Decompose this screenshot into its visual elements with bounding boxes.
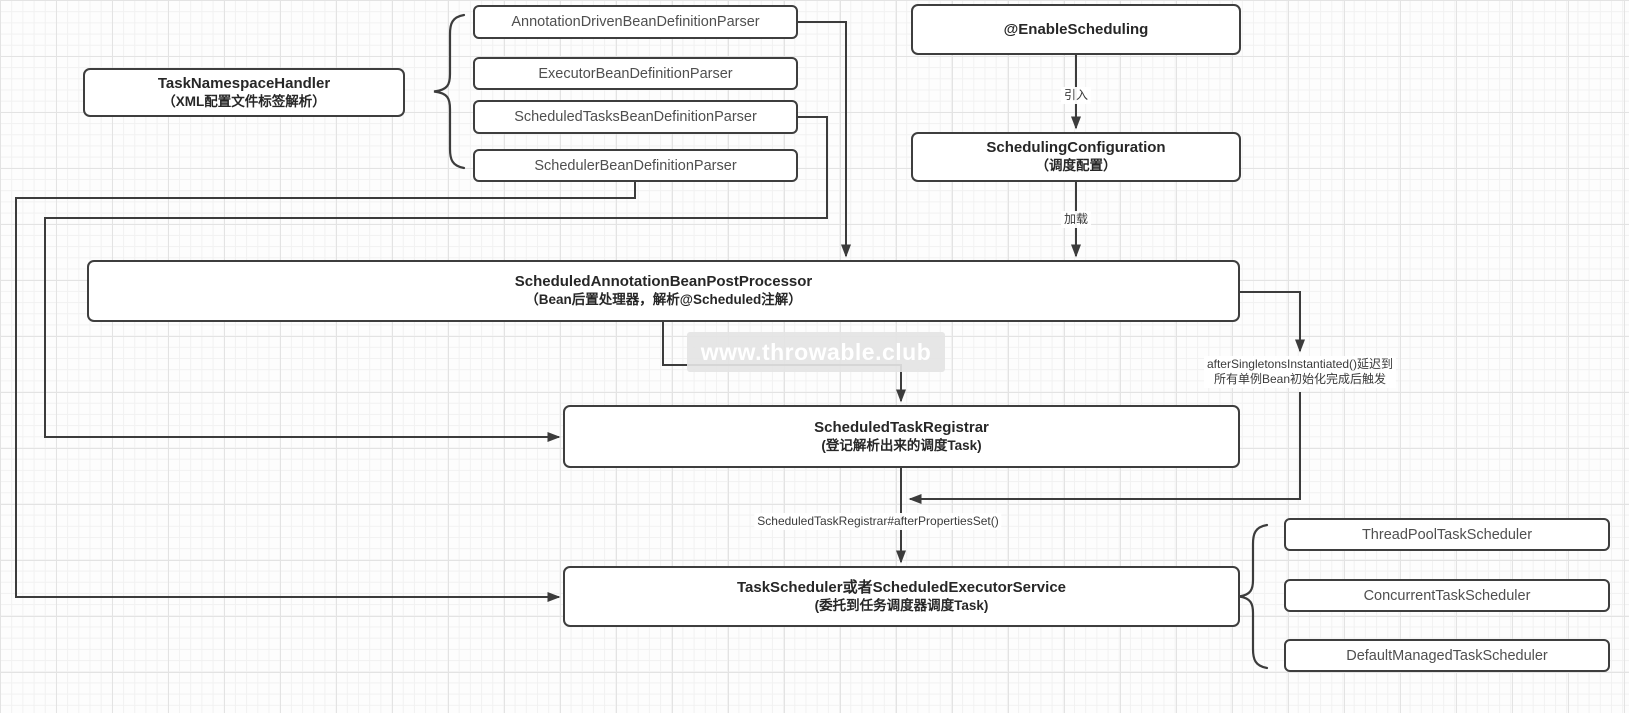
node-task-scheduler: TaskScheduler或者ScheduledExecutorService … — [563, 566, 1240, 627]
edge-label-import: 引入 — [1060, 87, 1092, 104]
node-title: TaskScheduler或者ScheduledExecutorService — [736, 578, 1067, 596]
node-label: SchedulerBeanDefinitionParser — [534, 157, 737, 174]
node-subtitle: （XML配置文件标签解析） — [162, 93, 326, 109]
node-scheduled-task-registrar: ScheduledTaskRegistrar (登记解析出来的调度Task) — [563, 405, 1240, 468]
node-label: ScheduledTasksBeanDefinitionParser — [514, 109, 757, 125]
node-scheduled-tasks-bean-definition-parser: ScheduledTasksBeanDefinitionParser — [473, 100, 798, 134]
node-scheduling-configuration: SchedulingConfiguration （调度配置） — [911, 132, 1241, 182]
node-task-namespace-handler: TaskNamespaceHandler （XML配置文件标签解析） — [83, 68, 405, 117]
watermark: www.throwable.club — [687, 332, 945, 372]
edge-scheduler-parser-to-taskscheduler — [15, 182, 636, 602]
node-subtitle: (登记解析出来的调度Task) — [821, 437, 982, 453]
node-default-managed-task-scheduler: DefaultManagedTaskScheduler — [1284, 639, 1610, 672]
node-title: ScheduledAnnotationBeanPostProcessor — [514, 273, 813, 290]
edge-label-line2: 所有单例Bean初始化完成后触发 — [1213, 372, 1387, 386]
node-label: AnnotationDrivenBeanDefinitionParser — [511, 14, 760, 30]
edge-scheduled-tasks-to-registrar — [44, 116, 828, 442]
node-title: @EnableScheduling — [1003, 20, 1149, 38]
left-brace — [433, 13, 466, 170]
edge-label-after-singletons: afterSingletonsInstantiated()延迟到 所有单例Bea… — [1203, 356, 1397, 388]
edge-label-load: 加载 — [1060, 211, 1092, 228]
node-subtitle: （Bean后置处理器，解析@Scheduled注解） — [525, 292, 802, 307]
node-executor-bean-definition-parser: ExecutorBeanDefinitionParser — [473, 57, 798, 90]
node-title: TaskNamespaceHandler — [157, 74, 331, 92]
node-thread-pool-task-scheduler: ThreadPoolTaskScheduler — [1284, 518, 1610, 551]
node-scheduler-bean-definition-parser: SchedulerBeanDefinitionParser — [473, 149, 798, 182]
node-enable-scheduling: @EnableScheduling — [911, 4, 1241, 55]
edge-label-after-properties-set: ScheduledTaskRegistrar#afterPropertiesSe… — [754, 513, 1002, 530]
node-label: ThreadPoolTaskScheduler — [1361, 526, 1533, 543]
edge-postprocessor-to-aftersingletons — [1240, 291, 1305, 353]
node-title: SchedulingConfiguration — [986, 139, 1166, 156]
edge-aftersingletons-return — [908, 392, 1301, 504]
node-subtitle: （调度配置） — [1035, 158, 1117, 173]
edge-annotation-driven-to-postprocessor — [798, 21, 851, 258]
node-label: DefaultManagedTaskScheduler — [1346, 647, 1548, 664]
edge-label-line1: afterSingletonsInstantiated()延迟到 — [1206, 357, 1394, 371]
node-annotation-driven-bean-definition-parser: AnnotationDrivenBeanDefinitionParser — [473, 5, 798, 39]
right-brace — [1238, 523, 1269, 670]
node-label: ExecutorBeanDefinitionParser — [538, 65, 733, 82]
node-scheduled-annotation-bean-post-processor: ScheduledAnnotationBeanPostProcessor （Be… — [87, 260, 1240, 322]
node-concurrent-task-scheduler: ConcurrentTaskScheduler — [1284, 579, 1610, 612]
node-title: ScheduledTaskRegistrar — [814, 418, 989, 436]
node-label: ConcurrentTaskScheduler — [1363, 587, 1531, 604]
node-subtitle: (委托到任务调度器调度Task) — [814, 597, 989, 613]
